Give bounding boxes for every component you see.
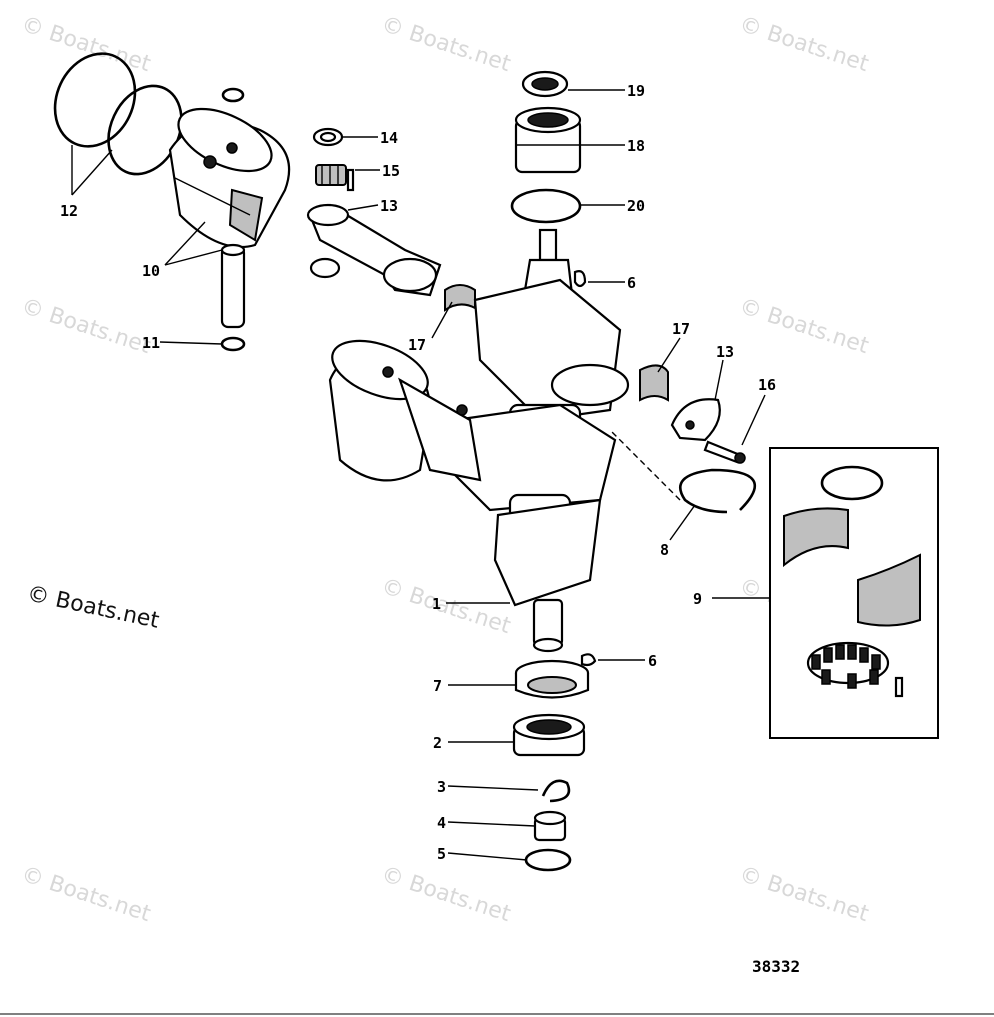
callout-10: 10 bbox=[142, 262, 160, 280]
thrust-washer bbox=[312, 127, 344, 147]
top-seal bbox=[521, 70, 569, 98]
watermark: © Boats.net bbox=[18, 862, 154, 927]
snap-ring bbox=[541, 779, 571, 803]
callout-5: 5 bbox=[437, 845, 446, 863]
bearing-kit-box bbox=[769, 447, 939, 739]
crankshaft bbox=[448, 228, 630, 653]
watermark-main: © Boats.net bbox=[25, 581, 162, 633]
callout-20: 20 bbox=[627, 197, 645, 215]
retaining-ring bbox=[679, 468, 757, 514]
rod-cap bbox=[670, 398, 721, 442]
watermark: © Boats.net bbox=[378, 862, 514, 927]
watermark: © Boats.net bbox=[18, 12, 154, 77]
callout-labels: 19 14 18 15 13 20 12 10 6 11 17 17 13 16… bbox=[60, 82, 776, 863]
rod-bearing-lower bbox=[639, 364, 669, 402]
seal-carrier bbox=[514, 659, 590, 699]
callout-11: 11 bbox=[142, 334, 160, 352]
needle-single bbox=[894, 676, 904, 698]
callout-7: 7 bbox=[433, 677, 442, 695]
callout-18: 18 bbox=[627, 137, 645, 155]
callout-13-upper: 13 bbox=[380, 197, 398, 215]
callout-2: 2 bbox=[433, 734, 442, 752]
needle-bearing-small bbox=[315, 164, 355, 192]
piston-pin bbox=[220, 243, 246, 329]
leader-lines bbox=[71, 89, 770, 861]
dashed-leader bbox=[609, 429, 681, 501]
watermark: © Boats.net bbox=[736, 294, 872, 359]
bushing bbox=[533, 810, 567, 842]
callout-3: 3 bbox=[437, 778, 446, 796]
callout-6-lower: 6 bbox=[648, 652, 657, 670]
washer bbox=[524, 848, 572, 872]
diagram-number: 38332 bbox=[752, 957, 800, 976]
callout-14: 14 bbox=[380, 129, 398, 147]
watermark: © Boats.net bbox=[736, 862, 872, 927]
callout-12: 12 bbox=[60, 202, 78, 220]
watermark: © Boats.net bbox=[378, 574, 514, 639]
callout-6-upper: 6 bbox=[627, 274, 636, 292]
callout-9: 9 bbox=[693, 590, 702, 608]
watermark: © Boats.net bbox=[18, 294, 154, 359]
retainer-clip bbox=[221, 87, 245, 103]
callout-15: 15 bbox=[382, 162, 400, 180]
callout-4: 4 bbox=[437, 814, 446, 832]
callout-17-left: 17 bbox=[408, 336, 426, 354]
needle-cage bbox=[806, 641, 890, 689]
watermark: © Boats.net bbox=[736, 12, 872, 77]
rod-bolt bbox=[703, 440, 746, 464]
lock-ring bbox=[220, 336, 246, 352]
watermark: © Boats.net bbox=[378, 12, 514, 77]
woodruff-key-upper bbox=[573, 270, 587, 288]
woodruff-key-lower bbox=[580, 653, 597, 667]
o-ring bbox=[510, 188, 582, 224]
connecting-rod-upper bbox=[306, 203, 442, 297]
callout-13-lower: 13 bbox=[716, 343, 734, 361]
callout-1: 1 bbox=[432, 595, 441, 613]
ball-bearing bbox=[512, 713, 586, 757]
callout-17-right: 17 bbox=[672, 320, 690, 338]
callout-8: 8 bbox=[660, 541, 669, 559]
lower-piston-assembly bbox=[328, 339, 482, 482]
piston bbox=[168, 107, 291, 249]
top-roller-bearing bbox=[514, 106, 582, 174]
callout-19: 19 bbox=[627, 82, 645, 100]
callout-16: 16 bbox=[758, 376, 776, 394]
rod-cap-hole bbox=[685, 420, 695, 430]
